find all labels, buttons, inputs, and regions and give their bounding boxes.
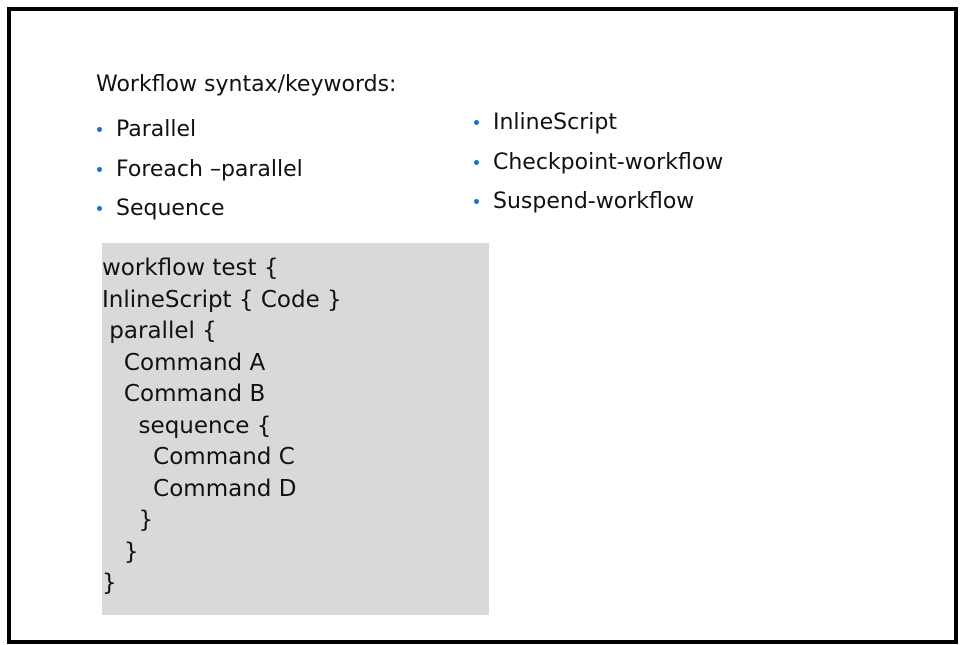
bullet-dot-icon: [474, 120, 479, 126]
code-line: Command C: [102, 444, 295, 470]
code-line: }: [102, 570, 117, 596]
keyword-label: Checkpoint-workflow: [493, 149, 724, 175]
list-item: Foreach –parallel: [95, 150, 303, 190]
slide-frame: Workflow syntax/keywords: Parallel Forea…: [7, 7, 958, 644]
slide-heading: Workflow syntax/keywords:: [96, 72, 397, 97]
bullet-dot-icon: [474, 199, 479, 205]
bullet-dot-icon: [474, 159, 479, 165]
list-item: Parallel: [95, 110, 303, 150]
code-line: workflow test {: [102, 255, 279, 281]
keyword-list-left: Parallel Foreach –parallel Sequence: [95, 110, 303, 229]
code-line: Command B: [102, 381, 266, 407]
code-line: parallel {: [102, 318, 217, 344]
code-block: workflow test { InlineScript { Code } pa…: [102, 253, 342, 600]
bullet-dot-icon: [97, 166, 102, 172]
keyword-label: Parallel: [116, 117, 197, 143]
code-line: Command A: [102, 349, 266, 376]
keyword-label: Foreach –parallel: [116, 156, 303, 182]
list-item: Checkpoint-workflow: [472, 143, 723, 183]
code-line: InlineScript { Code }: [102, 286, 342, 313]
code-line: sequence {: [102, 412, 272, 439]
keyword-list-right: InlineScript Checkpoint-workflow Suspend…: [472, 103, 723, 222]
code-example-box: workflow test { InlineScript { Code } pa…: [102, 243, 489, 615]
keyword-label: Suspend-workflow: [493, 189, 695, 215]
list-item: InlineScript: [472, 103, 723, 143]
code-line: }: [102, 507, 154, 533]
keyword-label: Sequence: [116, 196, 225, 222]
bullet-dot-icon: [97, 127, 102, 133]
list-item: Suspend-workflow: [472, 182, 723, 222]
code-line: Command D: [102, 475, 297, 502]
bullet-dot-icon: [97, 206, 102, 212]
code-line: }: [102, 538, 139, 565]
list-item: Sequence: [95, 189, 303, 229]
keyword-label: InlineScript: [493, 110, 617, 136]
